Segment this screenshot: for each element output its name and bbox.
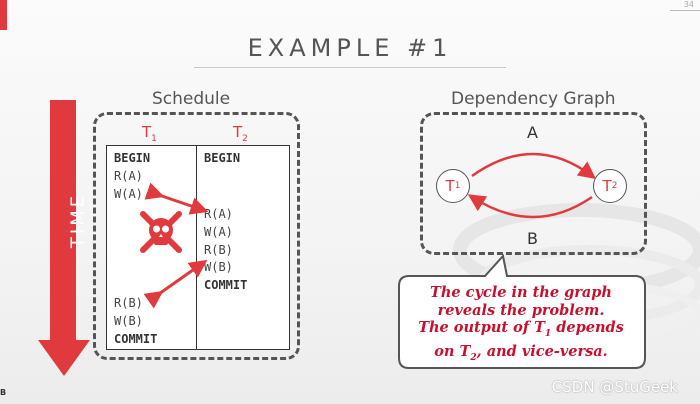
column-divider — [196, 145, 197, 350]
t2-op: W(A) — [204, 224, 233, 239]
t2-op: COMMIT — [204, 278, 248, 293]
footer-logo: B — [0, 388, 7, 397]
conflict-arrows — [143, 182, 209, 309]
column-header-t2: T2 — [233, 123, 248, 144]
edge-t1-t2 — [471, 152, 596, 180]
t2-op: R(A) — [204, 207, 233, 221]
time-arrow — [38, 100, 90, 376]
t2-op: W(B) — [204, 260, 233, 275]
t2-op: R(B) — [204, 242, 233, 257]
t1-op: W(B) — [114, 313, 143, 328]
t1-op: BEGIN — [114, 151, 151, 165]
t1-op: COMMIT — [114, 331, 158, 346]
t1-ops-bottom: R(B) W(B) COMMIT — [114, 295, 157, 348]
schedule-label: Schedule — [152, 89, 231, 109]
column-header-t1: T1 — [142, 123, 157, 144]
callout-line-1: The cycle in the graph — [430, 284, 612, 301]
watermark: CSDN @StuGeek — [551, 378, 678, 396]
callout-text: The cycle in the graph reveals the probl… — [402, 284, 640, 368]
t1-op: R(A) — [114, 168, 143, 183]
time-label: TIME — [67, 192, 89, 249]
t1-op: R(B) — [114, 296, 143, 310]
conflict-arrow-a — [144, 182, 209, 215]
edge-t2-t1 — [467, 194, 593, 219]
callout-line-3-pre: The output of T — [418, 319, 545, 336]
corner-accent — [0, 0, 7, 30]
callout-line-4-pre: on T — [434, 343, 471, 361]
callout-line-4-post: , and vice-versa. — [476, 343, 608, 361]
title-underline — [194, 67, 506, 68]
edge-label-b: B — [527, 229, 538, 248]
page-number-rule — [670, 10, 700, 11]
callout-line-3-post: depends — [551, 319, 624, 336]
callout-line-4-sub: 2 — [470, 353, 477, 364]
callout-bubble — [398, 254, 646, 369]
callout-line-4: on T2, and vice-versa. — [402, 343, 640, 367]
t2-ops-middle: R(A) W(A) R(B) W(B) COMMIT — [204, 206, 247, 295]
edge-label-a: A — [527, 123, 538, 142]
dependency-graph-container — [420, 112, 647, 255]
page-number: 34 — [683, 0, 694, 9]
t1-op: W(A) — [114, 186, 143, 201]
slide-title: EXAMPLE #1 — [247, 34, 453, 62]
t2-op: BEGIN — [204, 151, 241, 165]
callout-line-2: reveals the problem. — [437, 301, 605, 319]
callout-line-3: The output of T1 depends — [402, 319, 640, 343]
t2-ops-top: BEGIN — [204, 150, 240, 168]
t1-ops-top: BEGIN R(A) W(A) — [114, 150, 150, 203]
conflict-arrow-b — [143, 259, 208, 309]
schedule-container — [93, 112, 300, 360]
dependency-graph-label: Dependency Graph — [451, 89, 616, 109]
graph-edges — [467, 152, 596, 219]
schedule-table — [106, 145, 290, 350]
skull-crossbones-icon — [140, 211, 182, 253]
callout-line-3-sub: 1 — [544, 328, 552, 339]
